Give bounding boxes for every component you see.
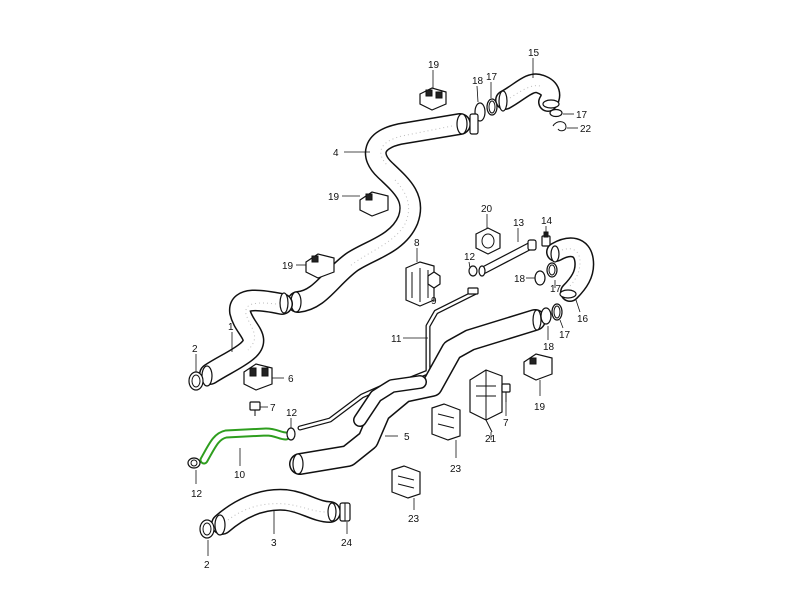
o-ring-part-17-right[interactable]: [549, 108, 563, 118]
label-part-12: 12: [191, 489, 203, 500]
label-part-18: 18: [543, 342, 555, 353]
clamp-part-19-right[interactable]: [523, 353, 553, 381]
label-part-2: 2: [192, 344, 198, 355]
label-part-7: 7: [503, 418, 509, 429]
label-part-8: 8: [414, 238, 420, 249]
nut-part-9[interactable]: [427, 271, 441, 289]
label-part-10: 10: [234, 470, 246, 481]
label-part-20: 20: [481, 204, 493, 215]
label-part-12: 12: [286, 408, 298, 419]
label-part-22: 22: [580, 124, 592, 135]
hose-part-16[interactable]: [546, 237, 595, 302]
part-labels: 15 18 17 19 17 22 4 19 20 13 14 8 12 19 …: [191, 48, 592, 571]
hose-part-3[interactable]: [211, 488, 341, 536]
label-part-18: 18: [514, 274, 526, 285]
label-part-17: 17: [486, 72, 498, 83]
hose-part-1[interactable]: [199, 289, 293, 387]
clamp-part-19-top[interactable]: [419, 87, 447, 111]
label-part-3: 3: [271, 538, 277, 549]
label-part-17: 17: [559, 330, 571, 341]
bracket-part-8[interactable]: [405, 261, 435, 307]
pipe-part-13[interactable]: [478, 239, 537, 277]
label-part-19: 19: [534, 402, 546, 413]
hose-part-4[interactable]: [287, 113, 471, 313]
label-part-4: 4: [333, 148, 339, 159]
label-part-24: 24: [341, 538, 353, 549]
label-part-12: 12: [464, 252, 476, 263]
clamp-part-20[interactable]: [475, 227, 501, 255]
label-part-23: 23: [408, 514, 420, 525]
o-ring-part-17[interactable]: [486, 98, 498, 116]
o-ring-part-17-mid[interactable]: [546, 262, 558, 278]
clamp-part-12-top[interactable]: [468, 265, 478, 277]
label-part-15: 15: [528, 48, 540, 59]
label-part-19: 19: [282, 261, 294, 272]
clamp-part-19-mid[interactable]: [359, 191, 389, 217]
clamp-part-12-left[interactable]: [187, 457, 201, 469]
label-part-19: 19: [428, 60, 440, 71]
label-part-5: 5: [404, 432, 410, 443]
clamp-part-2-upper[interactable]: [188, 371, 204, 391]
label-part-11: 11: [391, 334, 402, 345]
label-part-23: 23: [450, 464, 462, 475]
label-part-18: 18: [472, 76, 484, 87]
clip-part-22[interactable]: [552, 121, 567, 132]
label-part-16: 16: [577, 314, 589, 325]
label-part-6: 6: [288, 374, 294, 385]
bolt-part-7-right[interactable]: [501, 383, 511, 402]
bolt-part-7-left[interactable]: [249, 401, 261, 416]
label-part-19: 19: [328, 192, 340, 203]
label-part-9: 9: [431, 296, 437, 307]
label-part-1: 1: [228, 322, 234, 333]
clamp-part-6[interactable]: [243, 363, 273, 391]
clamp-part-12-mid[interactable]: [286, 427, 296, 441]
hose-part-10-highlighted[interactable]: [199, 427, 291, 465]
o-ring-part-18-mid[interactable]: [534, 270, 546, 286]
clamp-part-24[interactable]: [339, 502, 351, 522]
label-part-7: 7: [270, 403, 276, 414]
label-part-17: 17: [576, 110, 588, 121]
hose-part-15[interactable]: [495, 73, 561, 112]
valve-part-21[interactable]: [469, 369, 503, 433]
o-ring-part-17-low[interactable]: [551, 303, 563, 321]
clamp-on-hose-4-top[interactable]: [469, 113, 479, 135]
clamp-part-2-lower[interactable]: [199, 519, 215, 539]
o-ring-part-18-low[interactable]: [540, 307, 552, 325]
label-part-21: 21: [485, 434, 497, 445]
label-part-13: 13: [513, 218, 525, 229]
clamp-part-19-lower[interactable]: [305, 253, 335, 279]
pipe-part-5[interactable]: [289, 309, 546, 475]
bracket-part-23-lower[interactable]: [391, 465, 421, 499]
label-part-17: 17: [550, 284, 562, 295]
label-part-14: 14: [541, 216, 553, 227]
label-part-2: 2: [204, 560, 210, 571]
bracket-part-23-upper[interactable]: [431, 403, 461, 441]
leader-lines: [195, 58, 581, 556]
